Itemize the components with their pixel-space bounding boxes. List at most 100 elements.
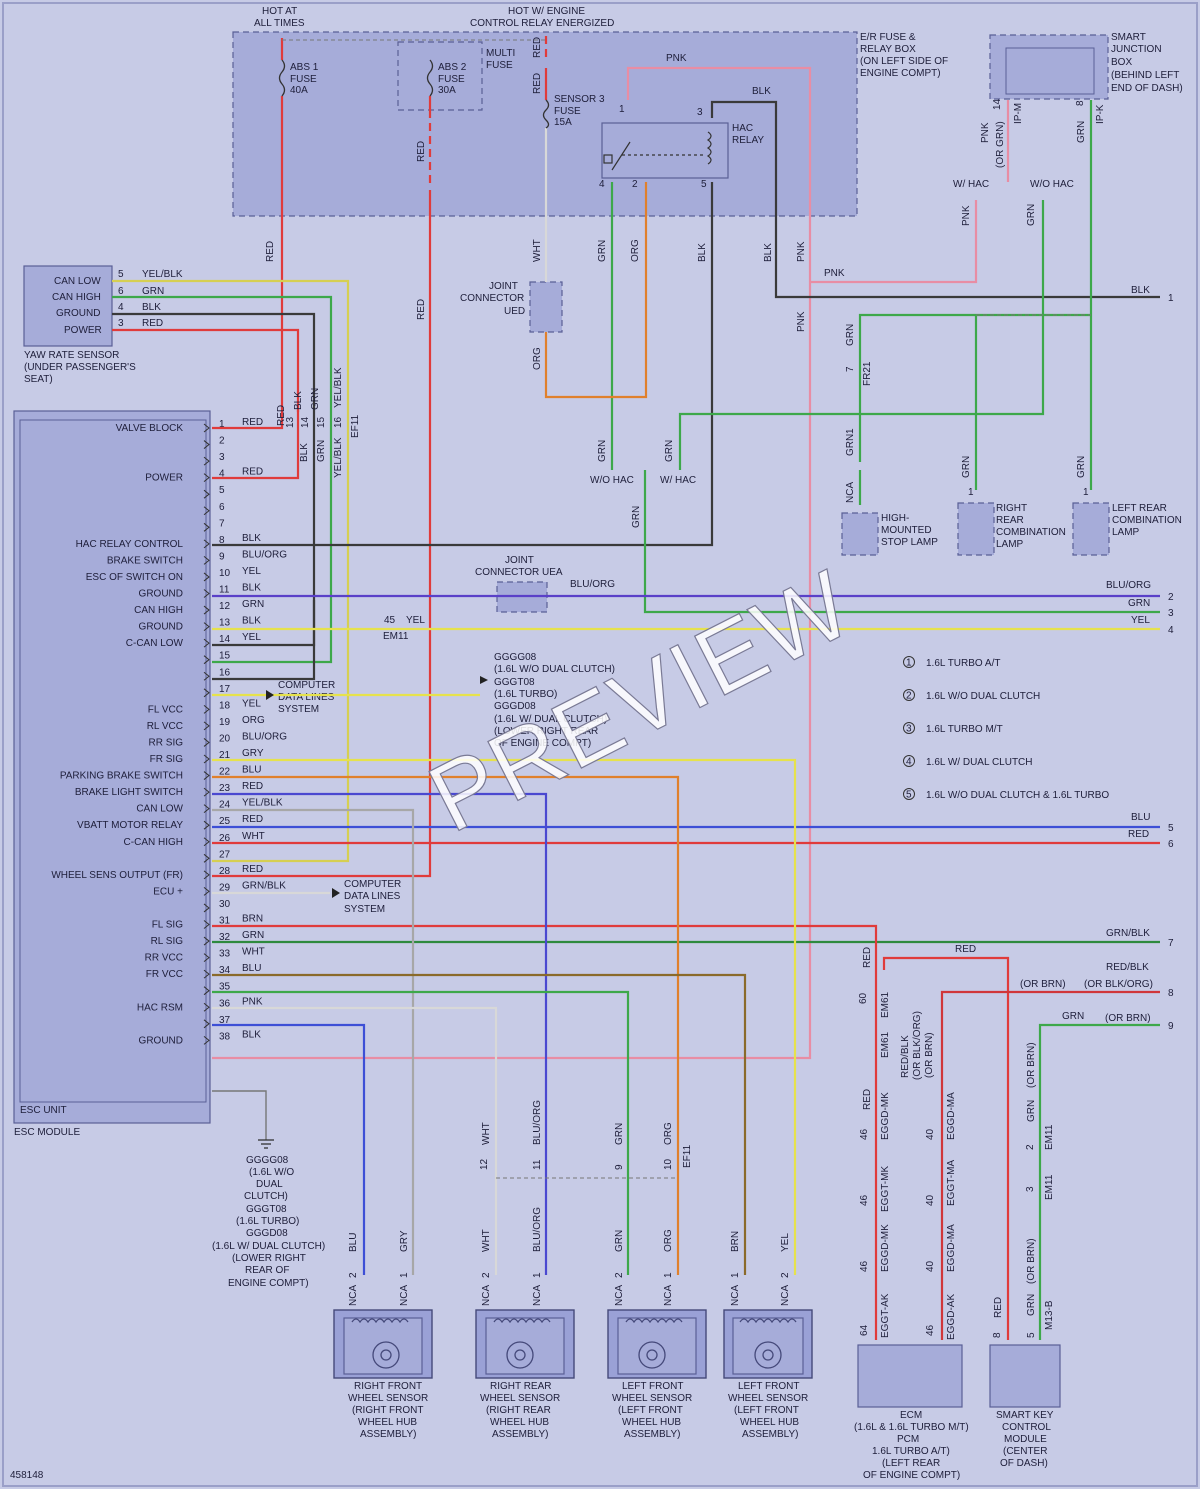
esc-pin-number: 22 bbox=[219, 767, 231, 778]
lf-pin-2: 2 bbox=[614, 1272, 625, 1278]
esc-pin-label: HAC RELAY CONTROL bbox=[76, 539, 184, 550]
esc-pin-arrow-icon bbox=[203, 1019, 210, 1029]
header-labels: HOT AT ALL TIMES HOT W/ ENGINE CONTROL R… bbox=[254, 6, 948, 146]
legend-item-3: 1.6L TURBO M/T bbox=[926, 724, 1003, 735]
esc-pin-number: 1 bbox=[219, 419, 225, 430]
esc-pin-wire-color: WHT bbox=[242, 831, 265, 842]
esc-pin-number: 3 bbox=[219, 452, 225, 463]
lf-pin-1: 1 bbox=[663, 1272, 674, 1278]
esc-pin-arrow-icon bbox=[203, 572, 210, 582]
hmsl-label-3: STOP LAMP bbox=[881, 537, 938, 548]
skm-wire-grn: GRN bbox=[1026, 1100, 1037, 1122]
esc-pin-number: 12 bbox=[219, 601, 231, 612]
legend-num-3: 3 bbox=[906, 724, 912, 735]
yaw-power-label: POWER bbox=[64, 325, 102, 336]
hac-relay-label: HAC bbox=[732, 123, 753, 134]
esc-pin-number: 18 bbox=[219, 700, 231, 711]
esc-pin-label: CAN LOW bbox=[136, 804, 183, 815]
legend-num-1: 1 bbox=[906, 658, 912, 669]
esc-pin-number: 5 bbox=[219, 485, 225, 496]
esc-pin-wire-color: YEL/BLK bbox=[242, 798, 283, 809]
esc-pin-number: 21 bbox=[219, 750, 231, 761]
ecm-wire-redblk: RED/BLK bbox=[900, 1035, 911, 1078]
lf2-sensor-face bbox=[732, 1317, 804, 1375]
esc-pin-wire-color: BLU bbox=[242, 765, 261, 776]
hmsl-nca: NCA bbox=[845, 482, 856, 503]
ground-note-8: OF ENGINE COMPT) bbox=[494, 738, 591, 749]
rr-pin-1: 1 bbox=[532, 1272, 543, 1278]
esc-pin-wire-color: YEL bbox=[242, 632, 261, 643]
lf-label-1: LEFT FRONT bbox=[622, 1381, 683, 1392]
sjb-wire-pnk: PNK bbox=[980, 122, 991, 143]
lf2-label-1: LEFT FRONT bbox=[738, 1381, 799, 1392]
rr-label-1: RIGHT REAR bbox=[490, 1381, 552, 1392]
multi-fuse-box bbox=[397, 41, 483, 111]
esc-pin-label: CAN HIGH bbox=[134, 605, 183, 616]
lf-label-2: WHEEL SENSOR bbox=[612, 1393, 692, 1404]
fr21-connector: FR21 bbox=[862, 361, 873, 386]
skm-em11-pin-2: 2 bbox=[1025, 1144, 1036, 1150]
esc-pin-arrow-icon bbox=[203, 423, 210, 433]
ecm-pin-46: 46 bbox=[859, 1128, 870, 1140]
uea-wire-bluorg: BLU/ORG bbox=[570, 579, 615, 590]
rf-wire-gry: GRY bbox=[399, 1230, 410, 1252]
sjb-or-grn: (OR GRN) bbox=[995, 121, 1006, 168]
esc-pin-label: GROUND bbox=[139, 589, 183, 600]
esc-pin-wire-color: YEL bbox=[242, 566, 261, 577]
rf-label-4: WHEEL HUB bbox=[358, 1417, 417, 1428]
ground-note-5: GGGD08 bbox=[494, 701, 536, 712]
ecm-pin-60: 60 bbox=[858, 992, 869, 1004]
esc-pin-wire-color: GRY bbox=[242, 748, 264, 759]
sjb-label-5: END OF DASH) bbox=[1111, 83, 1183, 94]
rr-nca-1: NCA bbox=[481, 1285, 492, 1306]
esc-pin-number: 8 bbox=[219, 535, 225, 546]
abs1-fuse-label: ABS 1 bbox=[290, 62, 319, 73]
right-ref-2: 2 bbox=[1168, 592, 1174, 603]
bottom-ground-note-5: GGGT08 bbox=[246, 1204, 287, 1215]
ref9-grn: GRN bbox=[1062, 1011, 1084, 1022]
esc-pin-15: 15 bbox=[203, 651, 231, 665]
ground-icon bbox=[258, 1139, 274, 1149]
esc-pin-arrow-icon bbox=[203, 953, 210, 962]
esc-pin-label: FL VCC bbox=[148, 704, 183, 715]
lf2-label-5: ASSEMBLY) bbox=[742, 1429, 799, 1440]
wire-org-pin19 bbox=[212, 775, 680, 1275]
all-times-label: ALL TIMES bbox=[254, 18, 305, 29]
esc-pin-arrow-icon bbox=[203, 655, 210, 665]
legend-marker-5 bbox=[903, 788, 915, 800]
esc-pin-label: ESC OF SWITCH ON bbox=[86, 572, 183, 583]
esc-pin-37: 37 bbox=[203, 1015, 231, 1029]
ecm-pcm bbox=[857, 1344, 963, 1408]
esc-pin-wire-color: RED bbox=[242, 864, 263, 875]
esc-pin-number: 20 bbox=[219, 733, 231, 744]
ecm-label-1: ECM bbox=[900, 1410, 922, 1421]
esc-pin-label: RR SIG bbox=[149, 737, 184, 748]
lf2-pin-1: 1 bbox=[730, 1272, 741, 1278]
ground-note-6: (1.6L W/ DUAL CLUTCH) bbox=[494, 714, 607, 725]
esc-pin-number: 32 bbox=[219, 932, 231, 943]
wire-grn-9 bbox=[1038, 1023, 1160, 1340]
uea-label-1: JOINT bbox=[505, 555, 534, 566]
hac-relay-word: RELAY bbox=[732, 135, 764, 146]
rr-wire-grn: GRN bbox=[961, 456, 972, 478]
lf-wire-org: ORG bbox=[663, 1122, 674, 1145]
esc-pin-number: 4 bbox=[219, 469, 225, 480]
esc-pin-5: 5 bbox=[203, 485, 225, 499]
smart-junction-box bbox=[989, 34, 1109, 100]
ref5-blu: BLU bbox=[1131, 812, 1150, 823]
em61-bottom: EM61 bbox=[880, 1031, 891, 1058]
wire-brn-pin31 bbox=[212, 973, 747, 1275]
esc-pin-number: 13 bbox=[219, 618, 231, 629]
esc-pin-arrow-icon bbox=[203, 473, 210, 483]
esc-pin-label: RL SIG bbox=[151, 936, 184, 947]
wire-blu-pin34 bbox=[212, 1023, 366, 1275]
skm-or-brn: (OR BRN) bbox=[1026, 1042, 1037, 1088]
lf2-gear-icon bbox=[754, 1341, 782, 1369]
esc-pin-arrow-icon bbox=[203, 704, 210, 714]
pnk-horizontal: PNK bbox=[824, 268, 845, 279]
